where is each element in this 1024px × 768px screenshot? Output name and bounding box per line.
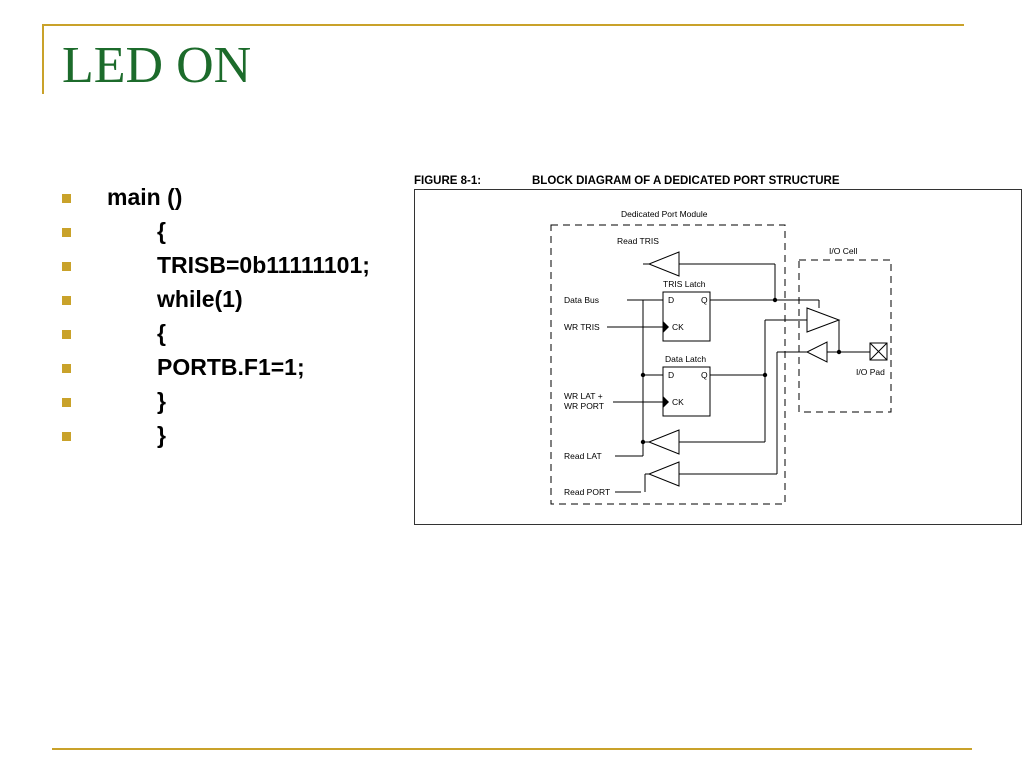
bullet-marker: [62, 228, 71, 237]
tris-d-label: D: [668, 295, 674, 305]
tris-latch-label: TRIS Latch: [663, 279, 706, 289]
read-lat-label: Read LAT: [564, 451, 602, 461]
io-cell-outline: [798, 259, 892, 413]
io-pad-symbol: [869, 342, 888, 361]
io-cell-label: I/O Cell: [829, 246, 857, 256]
top-rule: [42, 24, 964, 26]
data-latch-box: [662, 366, 711, 417]
data-latch-label: Data Latch: [665, 354, 706, 364]
tris-ck-label: CK: [672, 322, 684, 332]
wr-port-label: WR PORT: [564, 401, 604, 411]
bullet-marker: [62, 262, 71, 271]
code-line: TRISB=0b11111101;: [157, 252, 370, 278]
module-label: Dedicated Port Module: [621, 209, 708, 219]
dedicated-port-module-outline: [550, 224, 786, 505]
data-ck-label: CK: [672, 397, 684, 407]
bullet-marker: [62, 194, 71, 203]
read-tris-label: Read TRIS: [617, 236, 659, 246]
code-line: {: [157, 320, 166, 346]
bullet-marker: [62, 364, 71, 373]
io-pad-label: I/O Pad: [856, 367, 885, 377]
code-line: PORTB.F1=1;: [157, 354, 305, 380]
tris-q-label: Q: [701, 295, 708, 305]
wr-tris-label: WR TRIS: [564, 322, 600, 332]
left-rule: [42, 24, 44, 94]
wr-lat-label: WR LAT +: [564, 391, 603, 401]
data-d-label: D: [668, 370, 674, 380]
figure-number: FIGURE 8-1:: [414, 175, 482, 187]
clock-arrow-icon: [663, 321, 669, 333]
slide-title: LED ON: [62, 37, 252, 94]
data-q-label: Q: [701, 370, 708, 380]
code-line: while(1): [157, 286, 243, 312]
bullet-marker: [62, 398, 71, 407]
figure-caption: BLOCK DIAGRAM OF A DEDICATED PORT STRUCT…: [532, 175, 840, 187]
code-line: main (): [107, 184, 183, 210]
code-line: }: [157, 388, 166, 414]
bullet-marker: [62, 330, 71, 339]
port-block-diagram: Dedicated Port Module I/O Cell Read TRIS…: [550, 209, 892, 505]
code-line: }: [157, 422, 166, 448]
tris-latch-box: [662, 291, 711, 342]
data-bus-label: Data Bus: [564, 295, 599, 305]
read-port-label: Read PORT: [564, 487, 610, 497]
bullet-marker: [62, 432, 71, 441]
bottom-rule: [52, 748, 972, 750]
clock-arrow-icon: [663, 396, 669, 408]
bullet-marker: [62, 296, 71, 305]
code-line: {: [157, 218, 166, 244]
block-diagram-frame: Dedicated Port Module I/O Cell Read TRIS…: [414, 189, 1022, 525]
